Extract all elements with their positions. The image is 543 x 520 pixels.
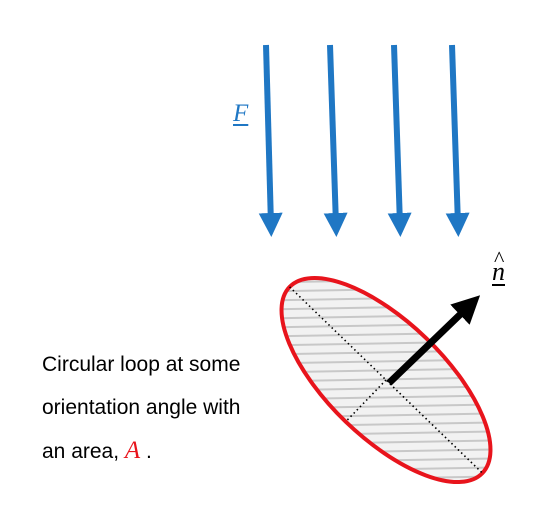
field-arrow-2 [323, 44, 348, 237]
normal-label-text: n [492, 257, 505, 286]
field-arrows [258, 44, 470, 237]
caption-line-3-prefix: an area, [42, 440, 125, 463]
normal-arrow [386, 295, 481, 386]
caption: Circular loop at some orientation angle … [42, 343, 292, 473]
loop-minor-axis [345, 379, 387, 423]
caption-line-1: Circular loop at some [42, 353, 241, 376]
field-arrow-4 [445, 44, 470, 237]
normal-label: n [492, 257, 505, 287]
area-symbol: A [124, 437, 141, 464]
field-arrow-3 [387, 44, 412, 237]
caption-line-3: an area, A . [42, 429, 292, 473]
field-label: F [233, 99, 248, 129]
caption-line-3-suffix: . [140, 440, 152, 463]
field-arrow-1 [258, 44, 283, 237]
caption-line-2: orientation angle with [42, 396, 241, 419]
field-label-text: F [233, 100, 249, 127]
loop [279, 275, 493, 485]
